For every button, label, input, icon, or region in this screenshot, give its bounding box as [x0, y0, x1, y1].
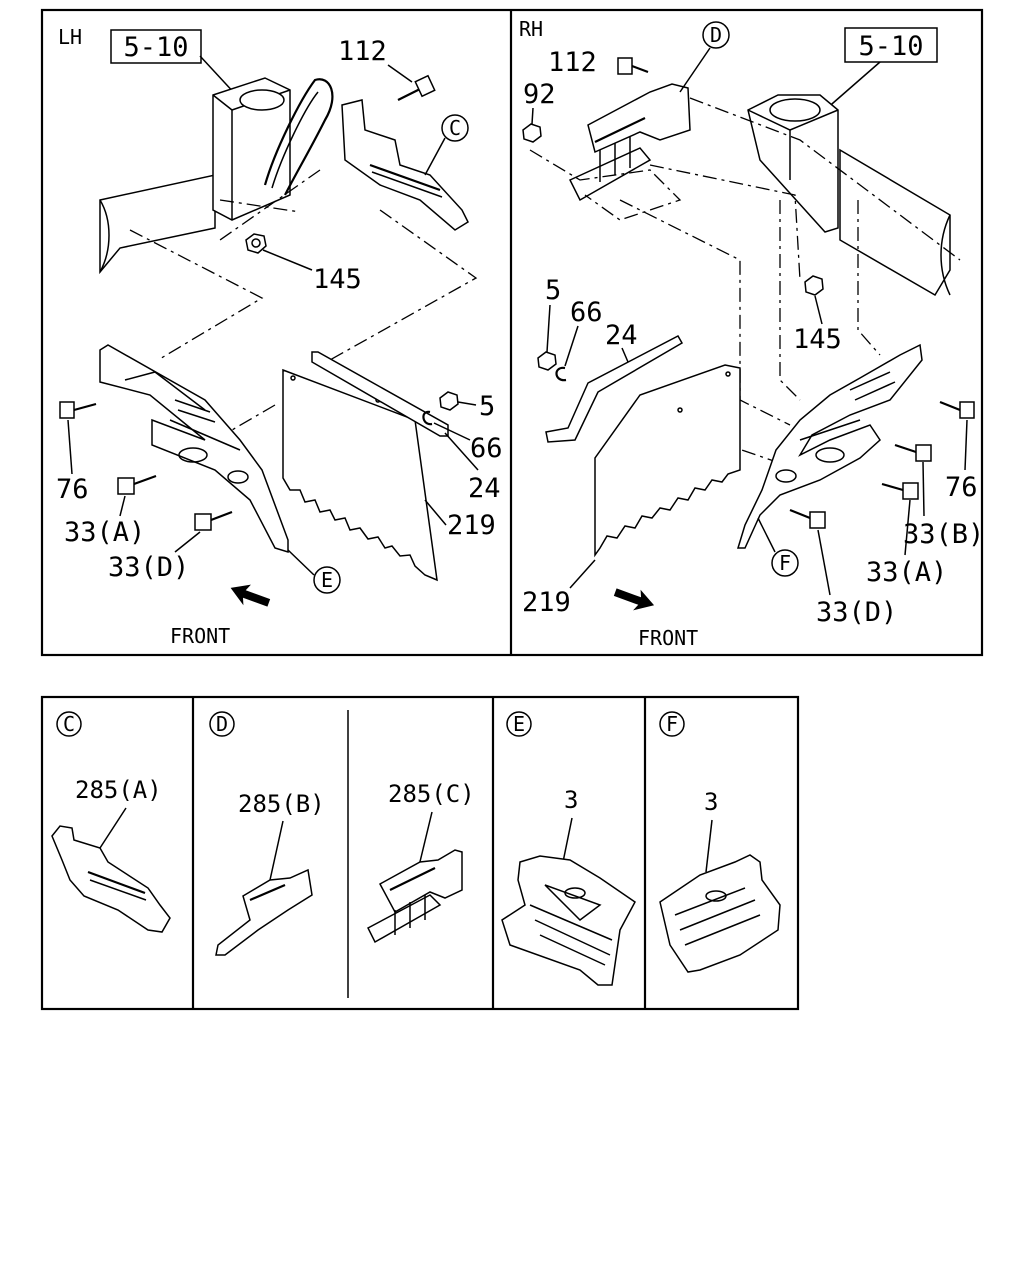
svg-text:F: F	[779, 551, 791, 575]
lh-frame-rail	[99, 174, 216, 275]
rh-frame-rail	[839, 148, 951, 297]
lh-bolt-33d	[194, 510, 233, 531]
lh-panel: LH 5-10 112 C 14	[56, 25, 503, 648]
lh-front-arrow-icon	[230, 584, 271, 607]
lh-bolt-76	[59, 401, 97, 419]
lh-callout-145: 145	[313, 264, 362, 295]
lh-callout-66: 66	[470, 433, 503, 464]
rh-ref-box-label: 5-10	[858, 31, 923, 62]
lh-washer-66	[422, 410, 433, 426]
rh-callout-219: 219	[522, 587, 571, 618]
detail-f-mark	[659, 711, 685, 737]
rh-washer-66	[555, 366, 567, 382]
rh-bolt-76	[939, 400, 975, 419]
detail-c-part-label: 285(A)	[75, 776, 162, 804]
rh-bolt-33b	[894, 443, 932, 462]
rh-detail-mark-d	[702, 21, 730, 49]
svg-text:C: C	[449, 116, 461, 140]
detail-c-bracket	[51, 825, 171, 933]
lh-callout-219: 219	[447, 510, 496, 541]
detail-d: D 285(B)	[209, 711, 325, 956]
lh-bolt-33a	[117, 474, 157, 495]
rh-nut-92	[522, 123, 542, 143]
svg-text:C: C	[63, 712, 75, 736]
rh-detail-mark-f	[771, 549, 799, 577]
lh-bracket-c	[341, 99, 469, 231]
detail-c-mark	[56, 711, 82, 737]
detail-e-mark	[506, 711, 532, 737]
detail-d-mark	[209, 711, 235, 737]
detail-d-alt-bracket	[378, 849, 463, 914]
lh-callout-33d: 33(D)	[108, 552, 189, 583]
rh-ref-box	[844, 27, 938, 63]
rh-callout-66: 66	[570, 297, 603, 328]
detail-f-part-label: 3	[704, 788, 718, 816]
detail-d-part-label: 285(B)	[238, 790, 325, 818]
rh-bolt-33d	[789, 508, 826, 529]
lh-front-label: FRONT	[170, 624, 230, 648]
svg-text:E: E	[321, 568, 333, 592]
rh-panel: RH 5-10 D 112 92 145	[519, 17, 984, 650]
rh-callout-92: 92	[523, 79, 556, 110]
detail-d-bracket	[215, 868, 313, 956]
rh-callout-33d: 33(D)	[816, 597, 897, 628]
rh-callout-33a: 33(A)	[866, 557, 947, 588]
rh-nut-145	[804, 275, 824, 296]
lh-callout-76: 76	[56, 474, 89, 505]
lh-callout-24: 24	[468, 473, 501, 504]
detail-frame	[40, 695, 800, 1011]
rh-bracket-d	[587, 83, 691, 154]
svg-text:F: F	[666, 712, 678, 736]
detail-e: E 3	[501, 711, 636, 986]
rh-callout-112: 112	[548, 47, 597, 78]
svg-text:E: E	[513, 712, 525, 736]
lh-side-label: LH	[58, 25, 82, 49]
detail-f: F 3	[659, 711, 781, 973]
lh-bolt-112	[397, 74, 436, 101]
rh-callout-145: 145	[793, 324, 842, 355]
lh-nut-5	[439, 391, 459, 411]
lh-callout-33a: 33(A)	[64, 517, 145, 548]
rh-callout-24: 24	[605, 320, 638, 351]
lh-mud-flap	[282, 368, 438, 582]
rh-side-label: RH	[519, 17, 543, 41]
detail-d-alt-part-label: 285(C)	[388, 780, 475, 808]
detail-e-part-label: 3	[564, 786, 578, 814]
rh-front-label: FRONT	[638, 626, 698, 650]
rh-callout-5: 5	[545, 275, 561, 306]
lh-detail-mark-e	[313, 566, 341, 594]
lh-ref-box	[110, 29, 202, 64]
lh-detail-mark-c	[441, 114, 469, 142]
rh-bolt-112	[617, 57, 649, 75]
rh-mud-flap	[594, 364, 741, 558]
rh-bolt-33a	[881, 482, 919, 500]
detail-c: C 285(A)	[51, 711, 171, 933]
detail-d-alt: 285(C)	[367, 780, 475, 944]
rh-retainer-strip	[545, 335, 684, 443]
lh-callout-5: 5	[479, 391, 495, 422]
svg-text:D: D	[216, 712, 228, 736]
rh-callout-33b: 33(B)	[903, 519, 984, 550]
rh-mudguard-stay	[736, 343, 923, 549]
rh-front-arrow-icon	[613, 588, 655, 611]
lh-callout-112: 112	[338, 36, 387, 67]
lh-nut-145	[245, 233, 267, 254]
rh-callout-76: 76	[945, 472, 978, 503]
svg-text:D: D	[710, 23, 722, 47]
detail-e-stay	[501, 855, 636, 986]
lh-ref-box-label: 5-10	[123, 32, 188, 63]
rh-nut-5	[537, 351, 557, 371]
